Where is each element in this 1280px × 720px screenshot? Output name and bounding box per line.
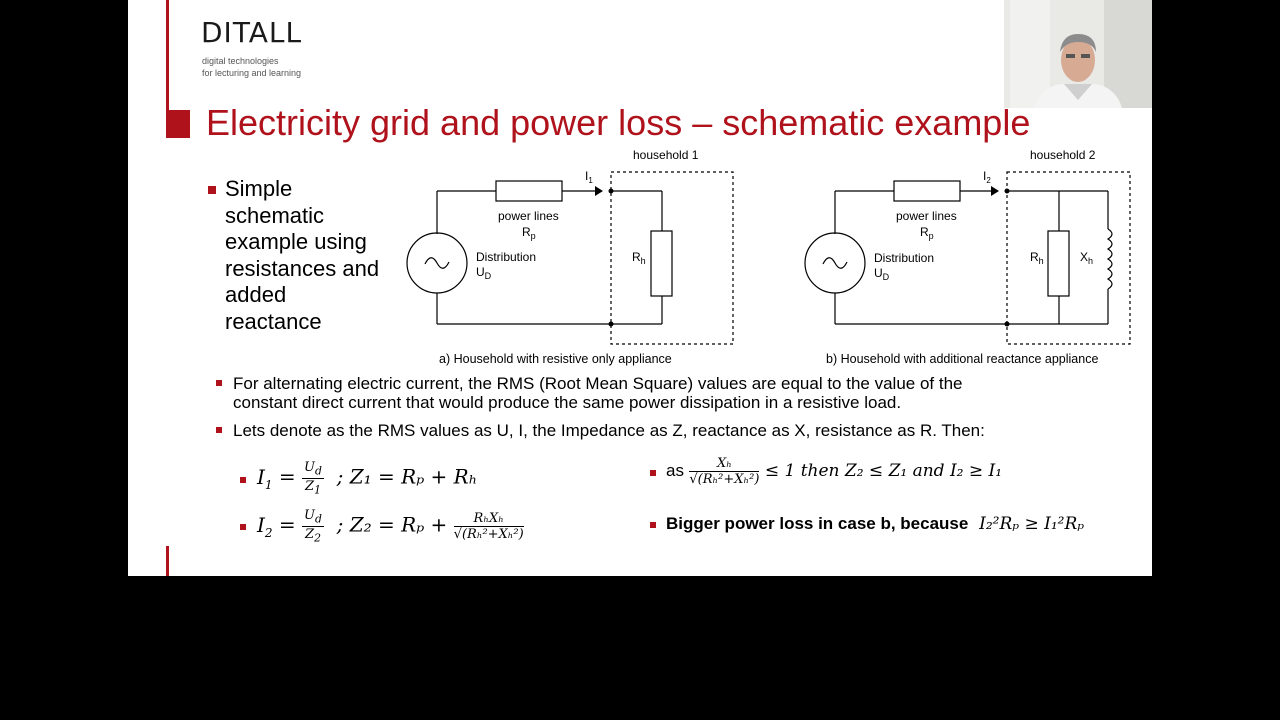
- logo: DITALL: [201, 16, 303, 49]
- xh-label: Xh: [1080, 250, 1093, 266]
- rh-label: Rh: [632, 250, 646, 266]
- power-lines-label: power lines: [896, 209, 957, 223]
- bullet-marker: [240, 477, 246, 483]
- circuit-diagram-b: household 2 I2 power lines Rp Distributi…: [804, 148, 1131, 366]
- rp-label: Rp: [920, 225, 934, 241]
- left-bullet-line: reactance: [225, 308, 322, 334]
- bullet-marker: [650, 470, 656, 476]
- current-i2-label: I2: [983, 169, 991, 185]
- slide-title: Electricity grid and power loss – schema…: [206, 102, 1031, 143]
- bullet-rms-text: For alternating electric current, the RM…: [233, 374, 963, 412]
- rh-label: Rh: [1030, 250, 1044, 266]
- bullet-rms-line1: For alternating electric current, the RM…: [233, 374, 963, 393]
- logo-subtitle-line2: for lecturing and learning: [202, 68, 302, 78]
- left-bullet-line: added: [225, 282, 287, 307]
- left-bullet-line: example using: [225, 229, 367, 254]
- household-1-label: household 1: [633, 148, 699, 162]
- left-bullet-text: Simple schematic example using resistanc…: [225, 176, 405, 335]
- left-bullet-line: schematic: [225, 202, 325, 228]
- distribution-label: Distribution: [476, 250, 536, 264]
- left-bullet-line: Simple: [225, 176, 293, 201]
- bullet-marker: [240, 524, 246, 530]
- household-2-label: household 2: [1030, 148, 1096, 162]
- bullet-marker: [216, 427, 222, 433]
- distribution-label: Distribution: [874, 251, 934, 265]
- presenter-webcam: [1004, 0, 1152, 108]
- diagram-a-caption: a) Household with resistive only applian…: [439, 352, 672, 366]
- condition-statement: as Xₕ√(Rₕ²+Xₕ²) ≤ 1 then Z₂ ≤ Z₁ and I₂ …: [666, 456, 1003, 487]
- bullet-marker: [216, 380, 222, 386]
- slide-bottom-accent-line: [166, 546, 169, 576]
- circuit-diagram-a: household 1 I1 power lines Rp Distributi…: [406, 148, 734, 366]
- diagram-b-caption: b) Household with additional reactance a…: [826, 352, 1098, 366]
- title-marker: [166, 110, 190, 138]
- power-lines-label: power lines: [498, 209, 559, 223]
- bullet-marker: [208, 186, 216, 194]
- ud-label: UD: [476, 265, 492, 281]
- left-bullet-line: resistances and: [225, 255, 380, 281]
- bullet-rms-line2: constant direct current that would produ…: [233, 393, 902, 412]
- current-i1-label: I1: [585, 169, 593, 185]
- power-loss-conclusion: Bigger power loss in case b, because I₂²…: [666, 514, 1085, 534]
- logo-subtitle: digital technologies for lecturing and l…: [202, 55, 352, 79]
- slide-top-accent-line: [166, 0, 169, 112]
- slide: DITALL digital technologies for lecturin…: [128, 0, 1152, 576]
- logo-subtitle-line1: digital technologies: [202, 56, 279, 66]
- rp-label: Rp: [522, 225, 536, 241]
- bullet-denote-text: Lets denote as the RMS values as U, I, t…: [233, 421, 985, 440]
- bullet-marker: [650, 522, 656, 528]
- ud-label: UD: [874, 266, 890, 282]
